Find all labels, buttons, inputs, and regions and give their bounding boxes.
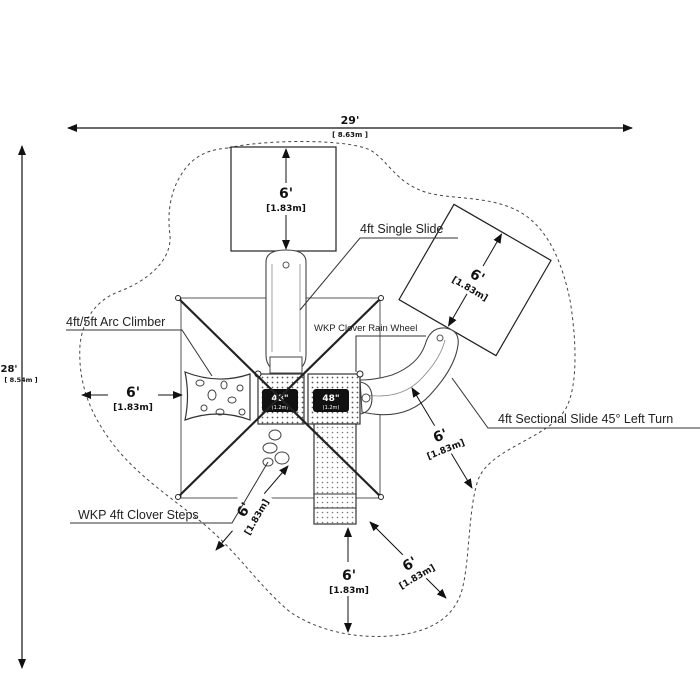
- overall-width-ft: 29': [341, 114, 360, 127]
- single-slide: [265, 249, 307, 374]
- left-clearance-m: [1.83m]: [113, 403, 153, 413]
- bottom-clearance-ft: 6': [342, 568, 356, 584]
- label-rain-wheel: WKP Clover Rain Wheel: [314, 323, 417, 334]
- bottom-clearance-m: [1.83m]: [329, 586, 369, 596]
- label-single-slide: 4ft Single Slide: [360, 222, 443, 236]
- right-slide-clearance-dimension: 6' [1.83m]: [411, 387, 473, 489]
- bl-diag-clearance-ft: 6': [234, 500, 255, 520]
- label-sectional-slide: 4ft Sectional Slide 45° Left Turn: [498, 412, 673, 426]
- arc-climber: [184, 371, 251, 421]
- callout-sectional-slide: 4ft Sectional Slide 45° Left Turn: [451, 377, 700, 429]
- callout-clover-steps: WKP 4ft Clover Steps: [70, 461, 269, 524]
- shade-canopy-cross: [175, 295, 384, 500]
- slide-clearance-ft: 6': [467, 266, 487, 287]
- top-clearance-m: [1.83m]: [266, 204, 306, 214]
- overall-depth-m: [ 8.54m ]: [4, 376, 37, 384]
- callout-rain-wheel: WKP Clover Rain Wheel: [314, 323, 426, 372]
- left-clearance-ft: 6': [126, 385, 140, 401]
- clover-steps: [262, 429, 290, 467]
- rain-wheel: [359, 381, 373, 415]
- callout-arc-climber: 4ft/5ft Arc Climber: [66, 315, 213, 377]
- overall-depth-dimension: 28' [ 8.54m ]: [1, 145, 38, 669]
- bottom-right-clearance-dimension: 6' [1.83m]: [369, 521, 447, 599]
- top-clearance-ft: 6': [279, 186, 293, 202]
- deck-height-badge-2: 48" (1.2m): [313, 389, 349, 412]
- left-clearance-dimension: 6' [1.83m]: [81, 380, 183, 414]
- deck-1-height-m: (1.2m): [272, 405, 289, 411]
- top-clearance-zone: 6' [1.83m]: [230, 146, 337, 252]
- sectional-slide: [359, 327, 459, 416]
- deck-2-height-ft: 48": [322, 394, 339, 404]
- overall-depth-ft: 28': [1, 364, 18, 375]
- bottom-left-clearance-dimension: 6' [1.83m]: [215, 465, 289, 551]
- label-arc-climber: 4ft/5ft Arc Climber: [66, 315, 165, 329]
- bottom-clearance-dimension: 6' [1.83m]: [322, 527, 374, 633]
- deck-2-height-m: (1.2m): [323, 405, 340, 411]
- overall-width-m: [ 8.63m ]: [332, 131, 368, 139]
- overall-width-dimension: 29' [ 8.63m ]: [67, 114, 633, 139]
- br-diag-clearance-ft: 6': [400, 554, 420, 575]
- label-clover-steps: WKP 4ft Clover Steps: [78, 508, 199, 522]
- right-diag-clearance-ft: 6': [431, 426, 450, 446]
- slide-clearance-zone: 6' [1.83m]: [398, 203, 552, 357]
- callout-single-slide: 4ft Single Slide: [299, 222, 458, 311]
- deck-right: [254, 370, 364, 525]
